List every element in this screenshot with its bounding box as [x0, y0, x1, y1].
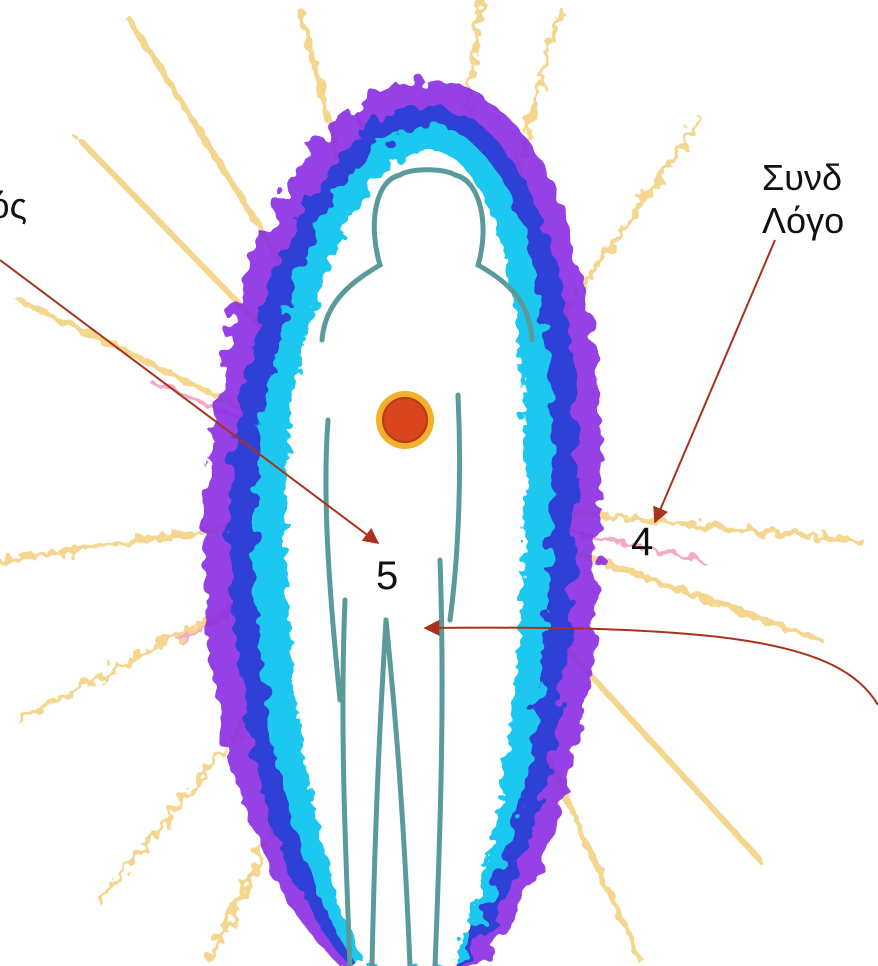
- arrow-right-to-4: [655, 240, 775, 522]
- number-5-label: 5: [376, 552, 398, 600]
- label-left: κός: [0, 184, 27, 227]
- number-4-label: 4: [631, 518, 653, 566]
- label-right-line1: Συνδ: [762, 157, 842, 198]
- label-right: Συνδ Λόγο: [762, 156, 844, 242]
- marker-dot: [383, 398, 427, 442]
- label-right-line2: Λόγο: [762, 200, 844, 241]
